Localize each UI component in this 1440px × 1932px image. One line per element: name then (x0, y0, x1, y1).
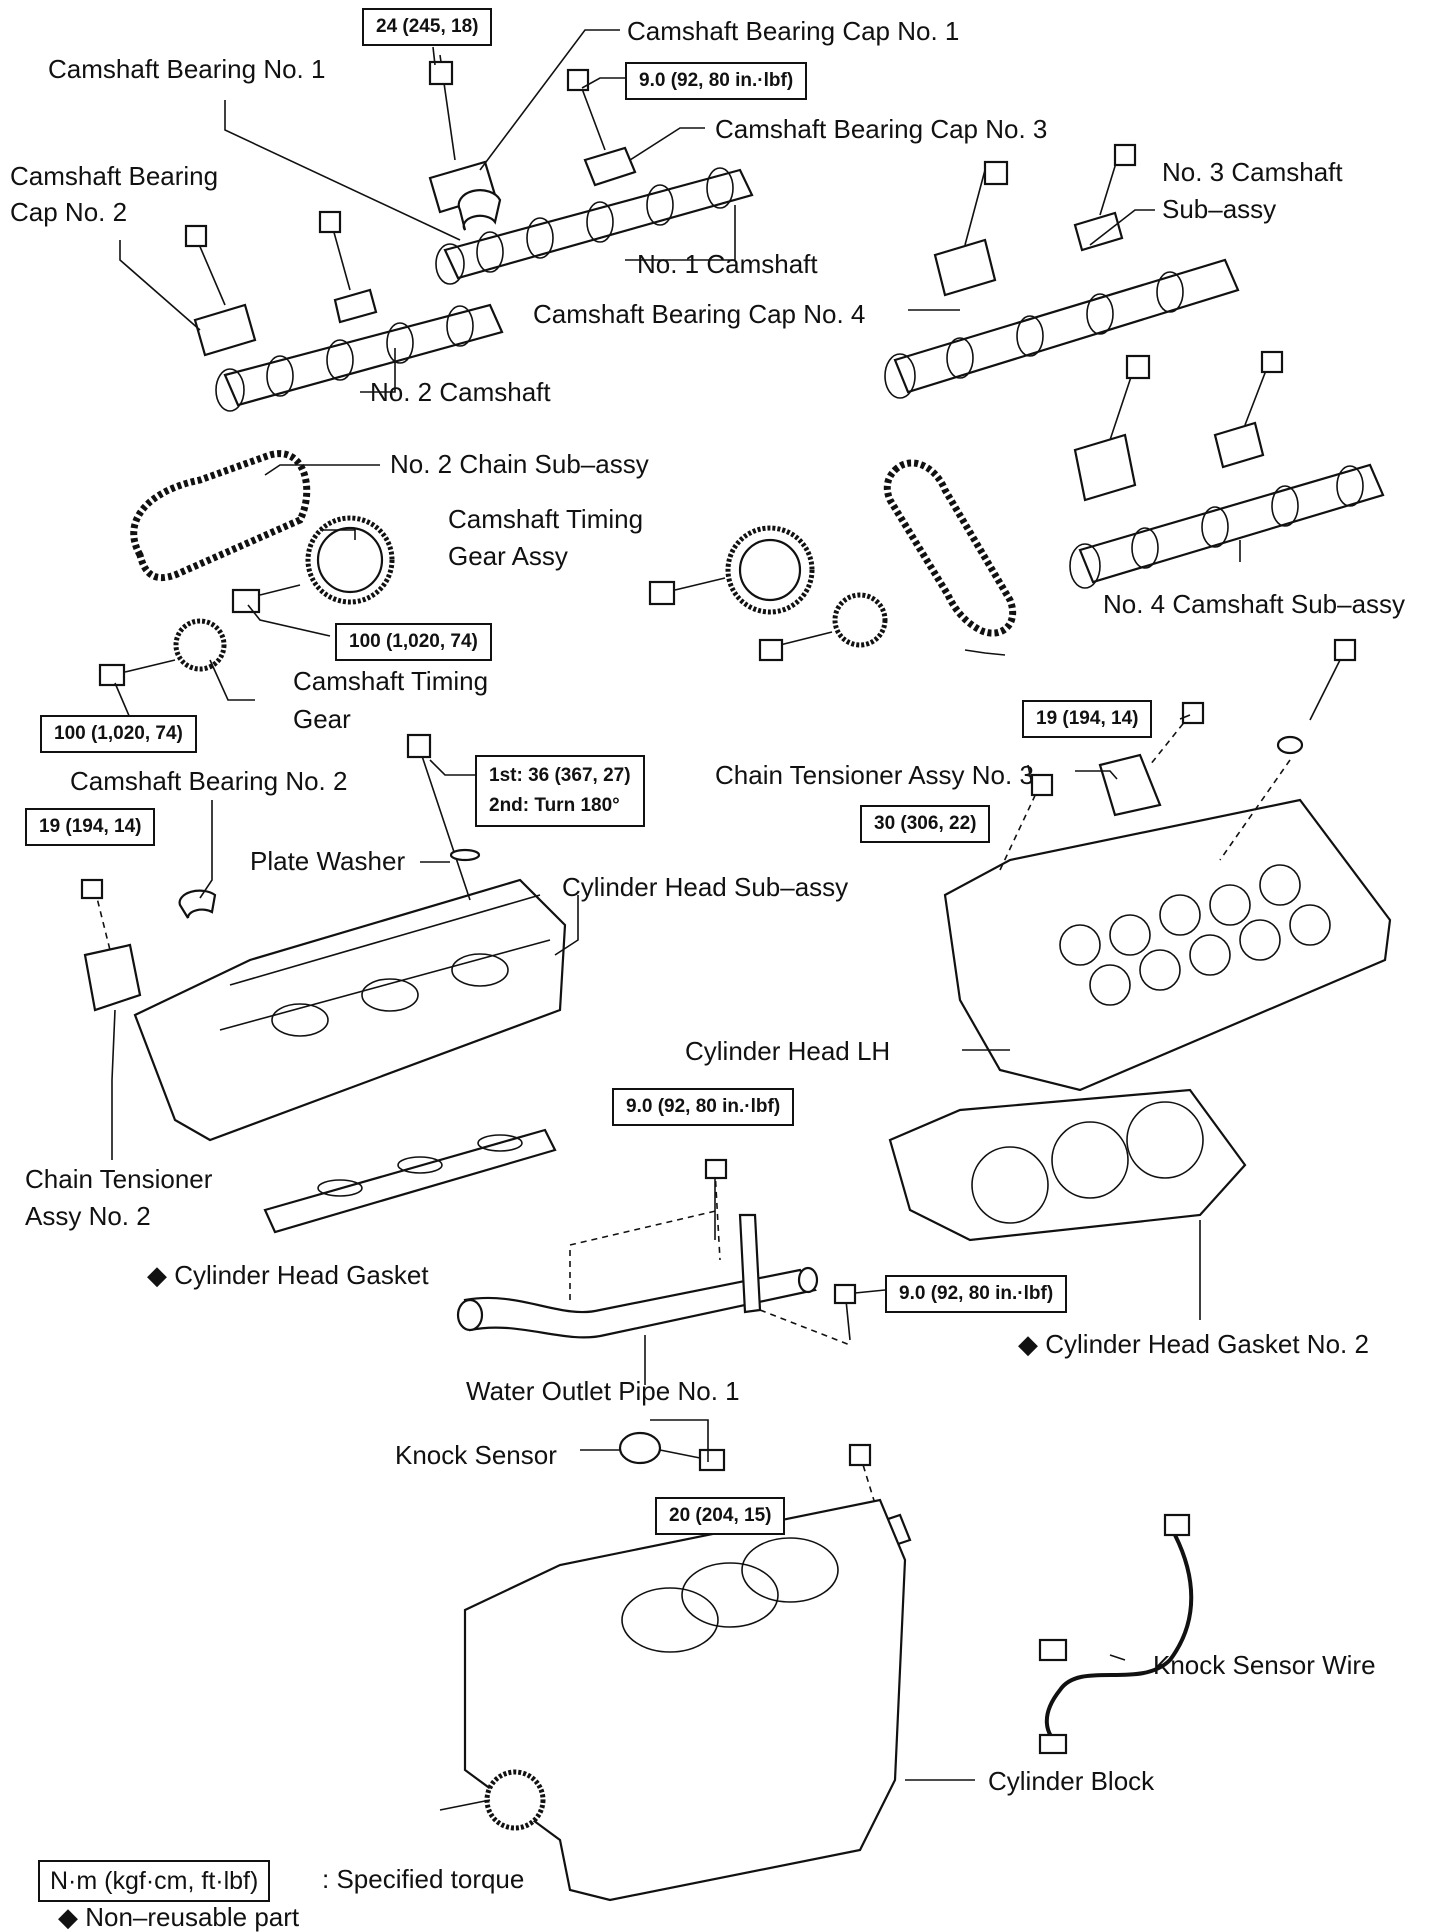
label-cylinder-head-gasket-no2-text: Cylinder Head Gasket No. 2 (1045, 1329, 1369, 1359)
leader-lines (111, 29, 1241, 1781)
nonreusable-mark: ◆ (1018, 1329, 1038, 1359)
label-chain-tensioner-no3: Chain Tensioner Assy No. 3 (715, 760, 1034, 790)
torque-cylinder-head-lh-bolt: 30 (306, 22) (860, 805, 991, 843)
label-camshaft-bearing-cap-no4: Camshaft Bearing Cap No. 4 (533, 299, 866, 329)
chain-tensioner-no2-drawing (80, 878, 142, 1012)
label-camshaft-bearing-cap-no2-line1: Camshaft Bearing (10, 161, 219, 191)
label-camshaft-bearing-no2: Camshaft Bearing No. 2 (70, 766, 348, 796)
label-cylinder-head-gasket-text: Cylinder Head Gasket (174, 1260, 429, 1290)
label-cylinder-block: Cylinder Block (988, 1766, 1155, 1796)
label-no3-camshaft-line1: No. 3 Camshaft (1162, 157, 1343, 187)
torque-pipe-top: 9.0 (92, 80 in.·lbf) (612, 1088, 795, 1126)
nonreusable-mark: ◆ (147, 1260, 167, 1290)
timing-gear-assy-drawing (231, 515, 395, 614)
timing-gear-drawing (98, 618, 227, 687)
label-timing-gear-line2: Gear (293, 704, 351, 734)
cylinder-head-gasket-drawing (263, 1128, 557, 1234)
label-no3-camshaft-line2: Sub–assy (1162, 194, 1277, 224)
torque-cap-no1: 24 (245, 18) (362, 8, 493, 46)
cylinder-head-gasket-no2-drawing (888, 1088, 1247, 1242)
cylinder-head-subassy-drawing (133, 733, 567, 1142)
label-cylinder-head-lh: Cylinder Head LH (685, 1036, 891, 1066)
legend-torque-unit: N·m (kgf·cm, ft·lbf) (38, 1860, 271, 1902)
torque-cap-no3: 9.0 (92, 80 in.·lbf) (625, 62, 808, 100)
label-timing-gear-assy-line2: Gear Assy (448, 541, 568, 571)
label-no4-camshaft: No. 4 Camshaft Sub–assy (1103, 589, 1406, 619)
label-chain-tensioner-no2-line2: Assy No. 2 (25, 1201, 151, 1231)
rh-chain-drawing (648, 459, 1017, 662)
torque-tensioner-no2: 19 (194, 14) (25, 808, 156, 846)
label-no2-camshaft: No. 2 Camshaft (370, 377, 551, 407)
no4-camshaft-drawing (1069, 350, 1385, 589)
label-water-outlet-pipe: Water Outlet Pipe No. 1 (466, 1376, 740, 1406)
label-cylinder-head-subassy: Cylinder Head Sub–assy (562, 872, 849, 902)
label-timing-gear-assy-line1: Camshaft Timing (448, 504, 644, 534)
water-outlet-pipe-drawing (456, 1158, 857, 1346)
knock-sensor-wire-drawing (1038, 1513, 1194, 1755)
label-plate-washer: Plate Washer (250, 846, 406, 876)
label-knock-sensor-wire: Knock Sensor Wire (1153, 1650, 1376, 1680)
nonreusable-mark: ◆ (58, 1902, 78, 1932)
no2-camshaft-drawing (215, 303, 504, 412)
cap-no1-drawing (428, 54, 502, 231)
label-camshaft-bearing-cap-no2-line2: Cap No. 2 (10, 197, 128, 227)
label-knock-sensor: Knock Sensor (395, 1440, 557, 1470)
torque-tensioner-no3: 19 (194, 14) (1022, 700, 1153, 738)
cap-no2-drawing (184, 210, 378, 357)
label-no1-camshaft: No. 1 Camshaft (637, 249, 818, 279)
torque-pipe-side: 9.0 (92, 80 in.·lbf) (885, 1275, 1068, 1313)
label-camshaft-bearing-no1: Camshaft Bearing No. 1 (48, 54, 326, 84)
torque-timing-gear-assy: 100 (1,020, 74) (335, 623, 492, 661)
torque-head-bolt-1st: 1st: 36 (367, 27) (489, 765, 631, 786)
legend-nonreusable-text: Non–reusable part (85, 1902, 300, 1932)
label-cylinder-head-gasket: ◆ Cylinder Head Gasket (147, 1256, 429, 1294)
torque-head-bolt-2nd: 2nd: Turn 180° (489, 795, 620, 816)
camshaft-bearing-no2-drawing (178, 889, 217, 919)
no3-camshaft-drawing (884, 143, 1240, 399)
label-timing-gear-line1: Camshaft Timing (293, 666, 489, 696)
label-camshaft-bearing-cap-no1: Camshaft Bearing Cap No. 1 (627, 16, 960, 46)
cylinder-block-drawing (439, 1498, 907, 1902)
torque-timing-gear: 100 (1,020, 74) (40, 715, 197, 753)
legend-nonreusable: ◆ Non–reusable part (58, 1902, 300, 1932)
torque-head-bolt: 1st: 36 (367, 27) 2nd: Turn 180° (475, 755, 645, 827)
no1-camshaft-drawing (435, 167, 754, 285)
torque-knock-sensor: 20 (204, 15) (655, 1497, 786, 1535)
label-camshaft-bearing-cap-no3: Camshaft Bearing Cap No. 3 (715, 114, 1048, 144)
label-chain-tensioner-no2-line1: Chain Tensioner (25, 1164, 213, 1194)
cap-no3-drawing (566, 68, 637, 187)
label-no2-chain: No. 2 Chain Sub–assy (390, 449, 649, 479)
cylinder-head-lh-drawing (943, 638, 1392, 1092)
label-cylinder-head-gasket-no2: ◆ Cylinder Head Gasket No. 2 (1018, 1325, 1369, 1363)
legend-torque-desc: : Specified torque (322, 1864, 525, 1894)
no2-chain-drawing (130, 450, 311, 582)
